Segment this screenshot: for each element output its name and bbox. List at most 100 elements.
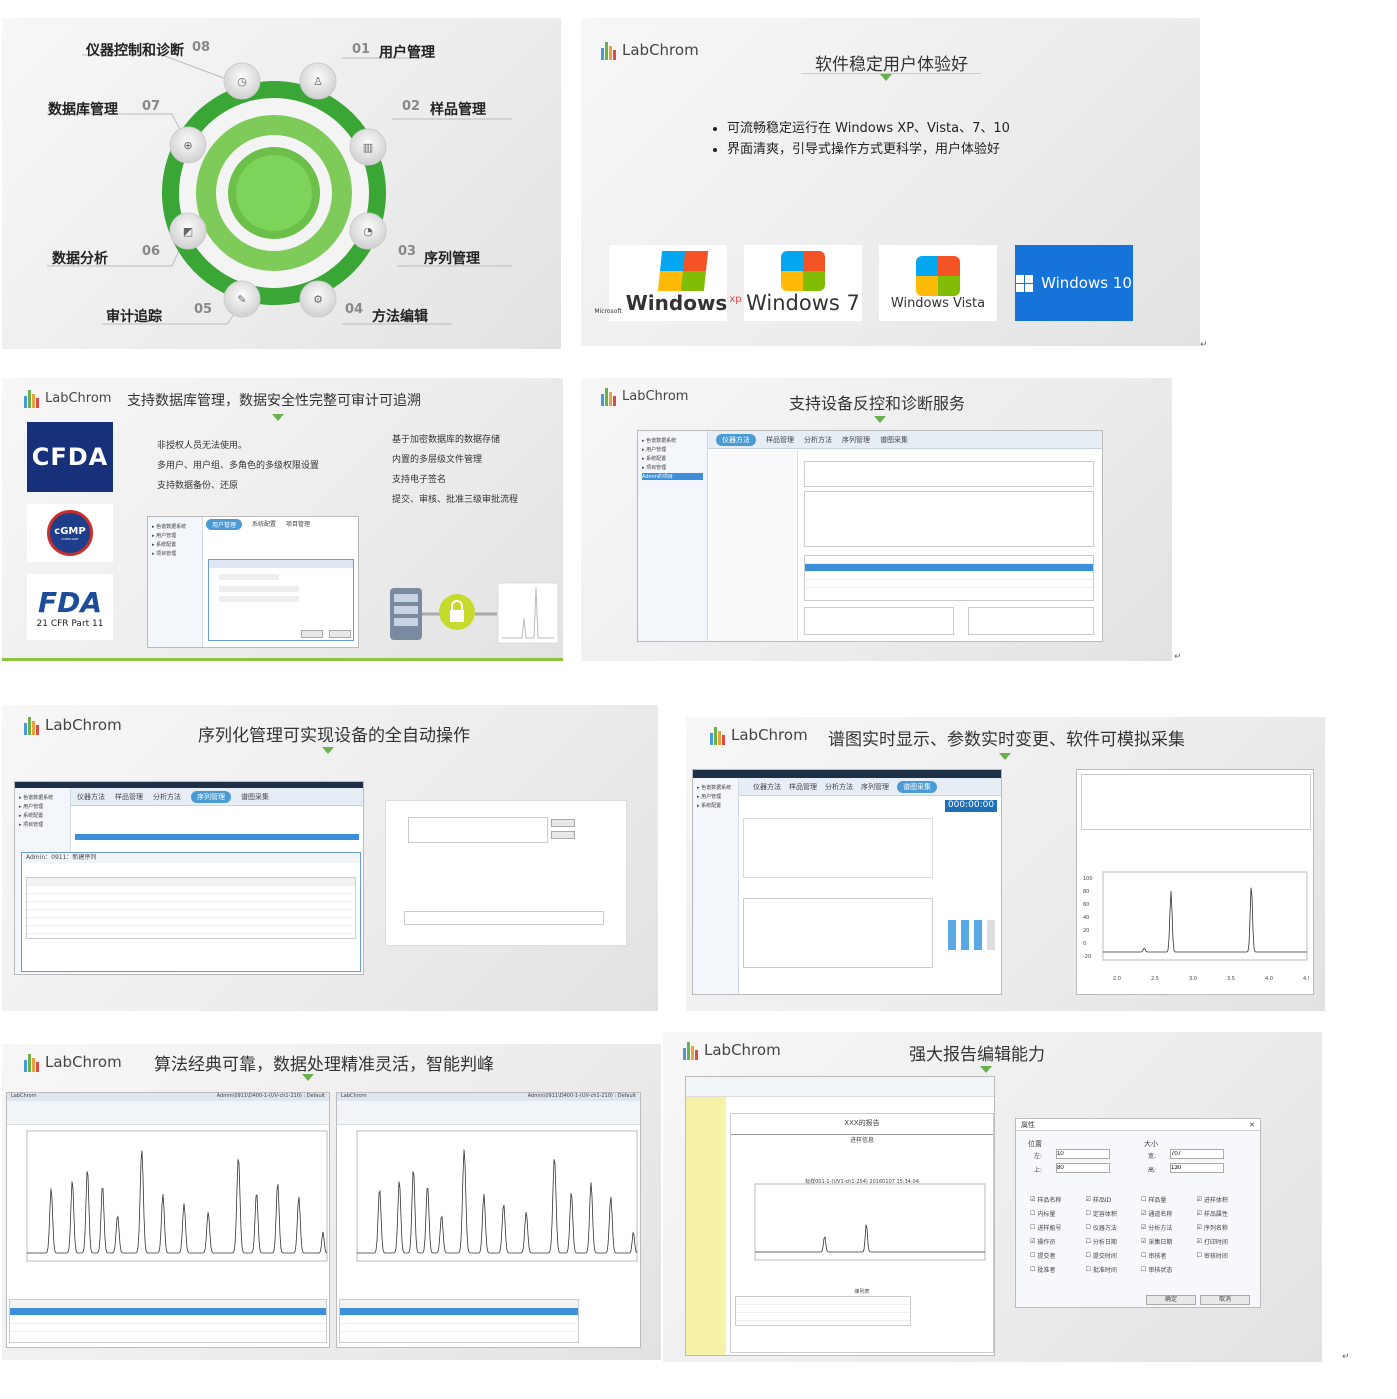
field-checkbox-label: 审核时间 bbox=[1203, 1253, 1228, 1260]
tab-sequence-management[interactable]: 序列管理 bbox=[842, 435, 870, 444]
slide-database: LabChrom 支持数据库管理，数据安全性完整可审计可追溯 CFDA cGMP… bbox=[2, 378, 563, 661]
checked-box-icon[interactable]: ☑ bbox=[1196, 1196, 1202, 1203]
field-checkbox[interactable]: ☑打印时间 bbox=[1197, 1237, 1253, 1246]
unchecked-box-icon[interactable]: ☐ bbox=[1030, 1224, 1036, 1231]
ok-button[interactable]: 确定 bbox=[1146, 1295, 1196, 1305]
tab-sample-management[interactable]: 样品管理 bbox=[766, 435, 794, 444]
unchecked-box-icon[interactable]: ☐ bbox=[1141, 1196, 1147, 1203]
checked-box-icon[interactable]: ☑ bbox=[1141, 1210, 1147, 1217]
report-toolbar bbox=[686, 1077, 994, 1097]
checked-box-icon[interactable]: ☑ bbox=[1196, 1238, 1202, 1245]
unchecked-box-icon[interactable]: ☐ bbox=[1085, 1224, 1091, 1231]
tab-sample-management[interactable]: 样品管理 bbox=[115, 792, 143, 801]
field-checkbox[interactable]: ☐审核者 bbox=[1141, 1251, 1197, 1260]
field-checkbox[interactable]: ☐进样瓶号 bbox=[1030, 1223, 1086, 1232]
unchecked-box-icon[interactable]: ☐ bbox=[1141, 1252, 1147, 1259]
feature-wheel-graphic: ◷♙ ⊕▥ ◩◔ ✎⚙ bbox=[47, 54, 512, 325]
cancel-button[interactable] bbox=[329, 630, 351, 638]
tab-instrument-method[interactable]: 仪器方法 bbox=[77, 792, 105, 801]
field-checkbox[interactable]: ☐审核状态 bbox=[1141, 1265, 1197, 1274]
cancel-button[interactable]: 取消 bbox=[1200, 1295, 1250, 1305]
brand-name: LabChrom bbox=[731, 726, 808, 744]
bullet-item: 界面清爽，引导式操作方式更科学，用户体验好 bbox=[727, 139, 1010, 160]
feature-text: 内置的多层级文件管理 bbox=[392, 455, 483, 465]
tab-project-management[interactable]: 项目管理 bbox=[286, 521, 311, 528]
tab-system-config[interactable]: 系统配置 bbox=[252, 521, 277, 528]
unchecked-box-icon[interactable]: ☐ bbox=[1085, 1252, 1091, 1259]
field-checkbox[interactable]: ☑序列名称 bbox=[1197, 1223, 1253, 1232]
tab-user-management[interactable]: 用户管理 bbox=[206, 519, 243, 530]
unchecked-box-icon[interactable]: ☐ bbox=[1196, 1252, 1202, 1259]
field-checkbox[interactable]: ☑样品ID bbox=[1086, 1195, 1142, 1204]
field-checkbox[interactable]: ☐批准时间 bbox=[1086, 1265, 1142, 1274]
unchecked-box-icon[interactable]: ☐ bbox=[1085, 1266, 1091, 1273]
checked-box-icon[interactable]: ☑ bbox=[1196, 1210, 1202, 1217]
tab-analysis-method[interactable]: 分析方法 bbox=[825, 782, 853, 791]
plot-area bbox=[754, 1183, 986, 1261]
checked-box-icon[interactable]: ☑ bbox=[1196, 1224, 1202, 1231]
tab-sequence-management[interactable]: 序列管理 bbox=[861, 782, 889, 791]
tab-analysis-method[interactable]: 分析方法 bbox=[804, 435, 832, 444]
field-checkbox[interactable]: ☑样品属性 bbox=[1197, 1209, 1253, 1218]
slide-title: 支持设备反控和诊断服务 bbox=[789, 394, 966, 413]
x-tick-label: 2.5 bbox=[1151, 976, 1159, 982]
field-checkbox[interactable]: ☑分析方法 bbox=[1141, 1223, 1197, 1232]
checked-box-icon[interactable]: ☑ bbox=[1141, 1238, 1147, 1245]
tab-sequence-management[interactable]: 序列管理 bbox=[191, 790, 231, 803]
unchecked-box-icon[interactable]: ☐ bbox=[1085, 1238, 1091, 1245]
close-icon[interactable]: ✕ bbox=[1249, 1121, 1255, 1129]
field-checkbox[interactable]: ☐仪器方法 bbox=[1086, 1223, 1142, 1232]
unchecked-box-icon[interactable]: ☐ bbox=[1030, 1210, 1036, 1217]
field-checkbox[interactable]: ☑通道名称 bbox=[1141, 1209, 1197, 1218]
field-checkbox[interactable]: ☑进样体积 bbox=[1197, 1195, 1253, 1204]
field-checkbox[interactable]: ☐分析日期 bbox=[1086, 1237, 1142, 1246]
cgmp-sub: COMPLIANT bbox=[61, 536, 79, 541]
field-checkbox[interactable]: ☐定容体积 bbox=[1086, 1209, 1142, 1218]
unchecked-box-icon[interactable]: ☐ bbox=[1030, 1266, 1036, 1273]
checked-box-icon[interactable]: ☑ bbox=[1141, 1224, 1147, 1231]
left-input[interactable] bbox=[1056, 1149, 1110, 1159]
field-checkbox[interactable]: ☐样品量 bbox=[1141, 1195, 1197, 1204]
tab-instrument-method[interactable]: 仪器方法 bbox=[753, 782, 781, 791]
app-title: LabChrom bbox=[341, 1093, 367, 1099]
field-checkbox[interactable]: ☑操作员 bbox=[1030, 1237, 1086, 1246]
sequence-row-selected[interactable] bbox=[75, 834, 359, 840]
delete-button[interactable] bbox=[551, 831, 575, 839]
tab-analysis-method[interactable]: 分析方法 bbox=[153, 792, 181, 801]
svg-text:⚙: ⚙ bbox=[313, 293, 323, 306]
sequence-detail-panel bbox=[385, 800, 627, 946]
unchecked-box-icon[interactable]: ☐ bbox=[1085, 1210, 1091, 1217]
feature-text: 提交、审核、批准三级审批流程 bbox=[392, 495, 519, 505]
field-checkbox[interactable]: ☐提交时间 bbox=[1086, 1251, 1142, 1260]
unchecked-box-icon[interactable]: ☐ bbox=[1141, 1266, 1147, 1273]
tab-sample-management[interactable]: 样品管理 bbox=[789, 782, 817, 791]
fda-sub: 21 CFR Part 11 bbox=[36, 618, 104, 629]
field-checkbox[interactable]: ☐提交者 bbox=[1030, 1251, 1086, 1260]
ok-button[interactable] bbox=[301, 630, 323, 638]
slide-title: 序列化管理可实现设备的全自动操作 bbox=[198, 726, 470, 746]
slide-sequence: LabChrom 序列化管理可实现设备的全自动操作 仪器方法 样品管理 分析方法… bbox=[2, 705, 658, 1011]
top-input[interactable] bbox=[1056, 1163, 1110, 1173]
tab-spectrum-acquisition[interactable]: 谱图采集 bbox=[241, 792, 269, 801]
field-checkbox[interactable]: ☑样品名称 bbox=[1030, 1195, 1086, 1204]
field-checkbox-label: 提交时间 bbox=[1092, 1253, 1117, 1260]
field-checkbox[interactable]: ☑采集日期 bbox=[1141, 1237, 1197, 1246]
field-checkbox[interactable]: ☐审核时间 bbox=[1197, 1251, 1253, 1260]
field-checkbox[interactable]: ☐内标量 bbox=[1030, 1209, 1086, 1218]
insert-button[interactable] bbox=[551, 819, 575, 827]
tab-instrument-method[interactable]: 仪器方法 bbox=[716, 433, 756, 446]
field-checkbox[interactable]: ☐批准者 bbox=[1030, 1265, 1086, 1274]
width-input[interactable] bbox=[1170, 1149, 1224, 1159]
unchecked-box-icon[interactable]: ☐ bbox=[1030, 1252, 1036, 1259]
checked-box-icon[interactable]: ☑ bbox=[1085, 1196, 1091, 1203]
slide-title: 算法经典可靠，数据处理精准灵活，智能判峰 bbox=[154, 1055, 494, 1075]
item-03-num: 03 bbox=[398, 244, 417, 259]
slide-title: 谱图实时显示、参数实时变更、软件可模拟采集 bbox=[828, 730, 1185, 750]
checked-box-icon[interactable]: ☑ bbox=[1030, 1196, 1036, 1203]
checked-box-icon[interactable]: ☑ bbox=[1030, 1238, 1036, 1245]
height-input[interactable] bbox=[1170, 1163, 1224, 1173]
labchrom-logo: LabChrom bbox=[24, 388, 111, 408]
tab-spectrum-acquisition[interactable]: 谱图采集 bbox=[880, 435, 908, 444]
item-08-num: 08 bbox=[192, 40, 211, 55]
tab-spectrum-acquisition[interactable]: 谱图采集 bbox=[897, 780, 937, 793]
